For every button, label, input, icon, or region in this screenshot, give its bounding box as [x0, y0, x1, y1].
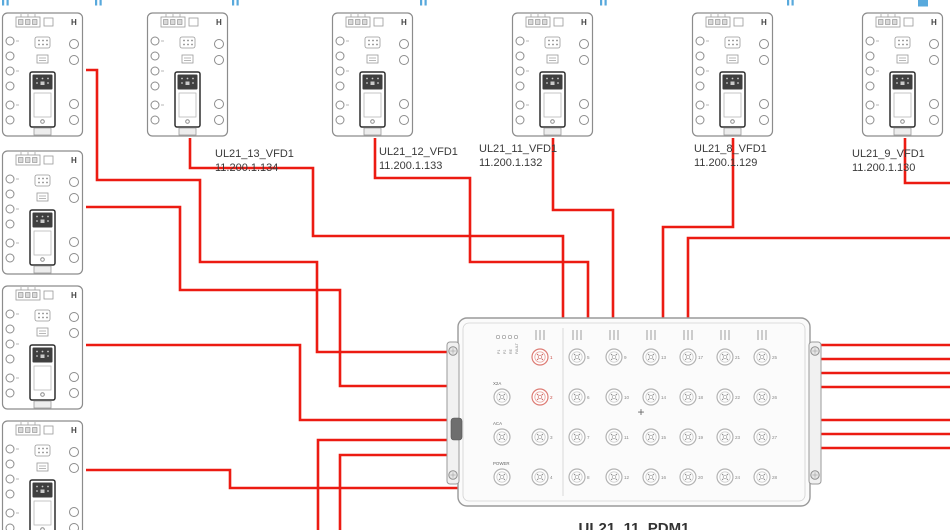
- ruler-tick: [600, 0, 603, 6]
- ruler-tick: [232, 0, 235, 6]
- vfd-device[interactable]: [1, 420, 84, 530]
- port-number: 3: [550, 435, 553, 440]
- port-number: 26: [772, 395, 778, 400]
- mounting-ear-right: [808, 341, 822, 485]
- wire[interactable]: [86, 68, 460, 354]
- wire[interactable]: [903, 138, 950, 185]
- device-name: UL21_8_VFD1: [694, 143, 767, 155]
- led-label: P2: [503, 350, 507, 354]
- vfd-device[interactable]: [1, 150, 84, 275]
- device-name: UL21_9_VFD1: [852, 148, 925, 160]
- device-name: UL21_13_VFD1: [215, 148, 294, 160]
- ruler-tick: [791, 0, 794, 6]
- device-ip: 11.200.1.134: [215, 162, 278, 174]
- mounting-ear-left: [446, 341, 460, 485]
- port-number: 25: [772, 355, 778, 360]
- module-label: UL21_11_PDM1: [579, 520, 690, 530]
- ruler-tick: [2, 0, 5, 6]
- aux-port-label: ACA: [493, 421, 502, 426]
- port-number: 27: [772, 435, 778, 440]
- ruler-layer: [2, 0, 928, 7]
- port-number: 13: [661, 355, 667, 360]
- port-number: 4: [550, 475, 553, 480]
- ruler-tick: [424, 0, 427, 6]
- wire[interactable]: [338, 453, 460, 530]
- port-number: 9: [624, 355, 627, 360]
- port-number: 12: [624, 475, 630, 480]
- port-number: 8: [587, 475, 590, 480]
- port-number: 20: [698, 475, 704, 480]
- ground-clip: [450, 417, 463, 441]
- labels-layer: UL21_13_VFD1 11.200.1.134 UL21_12_VFD1 11.2…: [215, 143, 925, 530]
- ruler-tick: [99, 0, 102, 6]
- status-led: [501, 334, 507, 340]
- status-led: [507, 334, 513, 340]
- vfd-device[interactable]: [146, 12, 229, 137]
- port-number: 5: [587, 355, 590, 360]
- port-number: 6: [587, 395, 590, 400]
- port-number: 18: [698, 395, 704, 400]
- device-ip: 11.200.1.132: [479, 157, 542, 169]
- port-number: 2: [550, 395, 553, 400]
- ruler-corner-marker: [918, 0, 928, 7]
- vfd-device[interactable]: [691, 12, 774, 137]
- vfd-device[interactable]: [1, 285, 84, 410]
- status-led: [495, 334, 501, 340]
- port-number: 7: [587, 435, 590, 440]
- port-number: 23: [735, 435, 741, 440]
- center-cross: +: [637, 405, 644, 419]
- port-number: 17: [698, 355, 704, 360]
- ruler-tick: [6, 0, 9, 6]
- vfd-device[interactable]: [1, 12, 84, 137]
- device-name: UL21_12_VFD1: [379, 146, 458, 158]
- port-number: 15: [661, 435, 667, 440]
- port-number: 24: [735, 475, 741, 480]
- port-number: 14: [661, 395, 667, 400]
- led-label: P1: [497, 350, 501, 354]
- status-led: [513, 334, 519, 340]
- port-number: 16: [661, 475, 667, 480]
- port-number: 21: [735, 355, 741, 360]
- device-name: UL21_11_VFD1: [479, 143, 557, 155]
- port-number: 19: [698, 435, 704, 440]
- port-number: 11: [624, 435, 629, 440]
- aux-port-label: X2A: [493, 381, 501, 386]
- wire[interactable]: [686, 236, 950, 320]
- ruler-tick: [236, 0, 239, 6]
- wires-layer: [86, 68, 950, 530]
- wire[interactable]: [86, 343, 460, 422]
- led-label: FAULT: [515, 342, 519, 354]
- wire[interactable]: [551, 138, 615, 320]
- wire[interactable]: [86, 468, 460, 490]
- port-number: 28: [772, 475, 778, 480]
- wire[interactable]: [86, 205, 460, 388]
- wire[interactable]: [188, 138, 565, 320]
- ruler-tick: [420, 0, 423, 6]
- port-number: 10: [624, 395, 630, 400]
- ruler-tick: [604, 0, 607, 6]
- ruler-tick: [787, 0, 790, 6]
- aux-port-label: POWER: [493, 461, 510, 466]
- port-number: 1: [550, 355, 553, 360]
- wire[interactable]: [316, 438, 460, 530]
- vfd-device[interactable]: [511, 12, 594, 137]
- wire[interactable]: [373, 138, 590, 320]
- vfd-device[interactable]: [331, 12, 414, 137]
- device-ip: 11.200.1.129: [694, 157, 757, 169]
- ruler-tick: [95, 0, 98, 6]
- led-label: RE: [509, 348, 513, 354]
- port-number: 22: [735, 395, 741, 400]
- device-ip: 11.200.1.130: [852, 162, 915, 174]
- vfd-device[interactable]: [861, 12, 944, 137]
- device-ip: 11.200.1.133: [379, 160, 442, 172]
- wire[interactable]: [661, 138, 735, 320]
